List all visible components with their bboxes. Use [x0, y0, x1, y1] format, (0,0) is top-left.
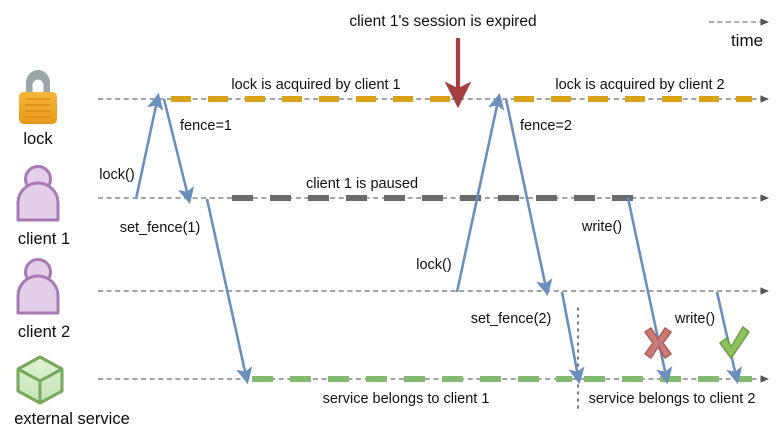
arrow-lock-1: [134, 92, 164, 200]
span-label-client1-paused: client 1 is paused: [305, 176, 419, 192]
arrow-set-fence-1: [205, 198, 253, 385]
person-icon-client2: [16, 258, 60, 315]
message-label-write-client2: write(): [674, 311, 716, 327]
padlock-icon: [19, 70, 57, 124]
message-label-fence-2: fence=2: [519, 118, 573, 134]
cube-icon: [16, 355, 64, 405]
actor-label-client1: client 1: [17, 230, 71, 248]
message-label-fence-1: fence=1: [179, 118, 233, 134]
actor-label-external-service: external service: [14, 410, 130, 428]
message-label-set-fence-2: set_fence(2): [470, 311, 552, 327]
green-check-icon: [719, 326, 750, 359]
arrow-lock-2: [455, 92, 505, 293]
arrow-fence-1: [162, 98, 195, 205]
message-label-set-fence-1: set_fence(1): [119, 220, 201, 236]
message-label-lock-2: lock(): [416, 257, 452, 273]
span-label-service-owner-client1: service belongs to client 1: [322, 391, 490, 407]
arrow-fence-2: [504, 98, 553, 297]
message-label-lock-1: lock(): [99, 167, 135, 183]
span-label-service-owner-client2: service belongs to client 2: [588, 391, 756, 407]
arrow-set-fence-2: [560, 291, 585, 385]
span-label-lock-held-client1: lock is acquired by client 1: [231, 77, 401, 93]
actor-label-lock: lock: [23, 130, 53, 148]
session-expiry-annotation: client 1's session is expired: [349, 13, 537, 30]
time-axis-label: time: [730, 31, 764, 50]
span-label-lock-held-client2: lock is acquired by client 2: [555, 77, 725, 93]
arrow-write-client2: [715, 291, 743, 385]
actor-label-client2: client 2: [17, 323, 71, 341]
red-x-icon: [644, 327, 672, 359]
person-icon-client1: [16, 165, 60, 222]
message-label-write-client1: write(): [581, 219, 623, 235]
